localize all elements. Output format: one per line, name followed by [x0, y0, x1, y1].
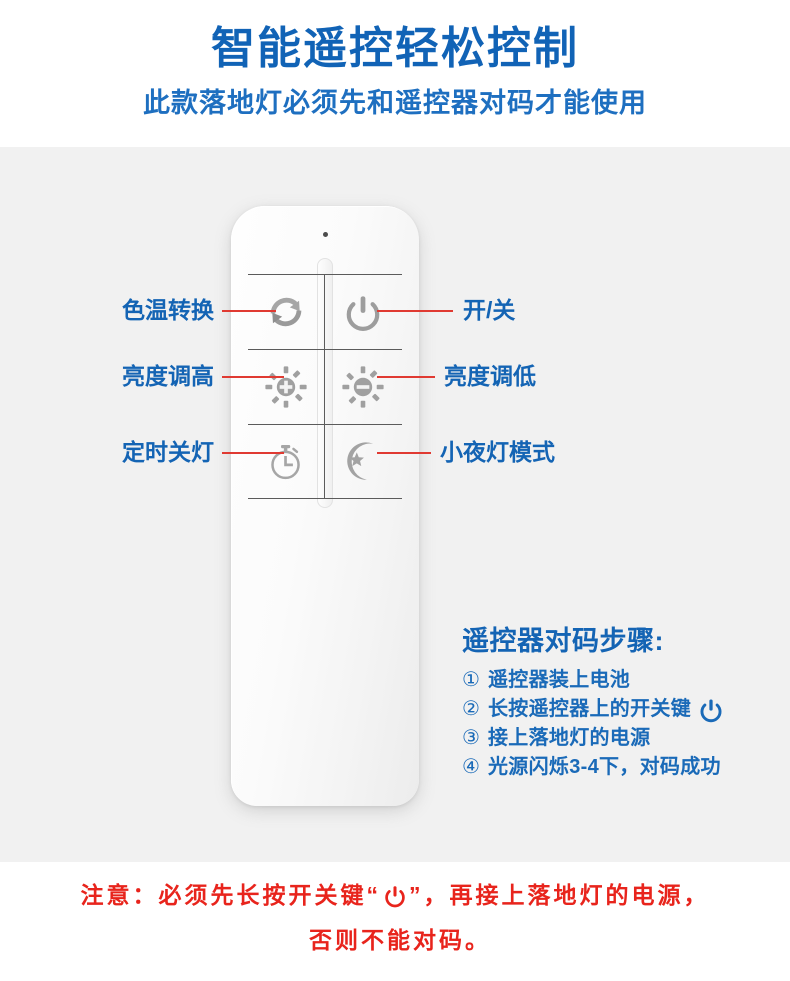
label-color-temperature: 色温转换	[122, 297, 214, 323]
button-color-temperature[interactable]	[248, 274, 324, 349]
label-night-light: 小夜灯模式	[440, 439, 555, 465]
step-text: 光源闪烁3-4下，对码成功	[488, 756, 721, 778]
warning-line-1: 注意：必须先长按开关键“ ”，再接上落地灯的电源，	[0, 873, 790, 918]
pairing-step-item: ③ 接上落地灯的电源	[462, 724, 782, 753]
pairing-steps-block: 遥控器对码步骤: ① 遥控器装上电池 ② 长按遥控器上的开关键 ③ 接上落地灯的…	[462, 624, 782, 782]
leader-line-night-light	[377, 452, 431, 454]
power-icon	[697, 696, 725, 724]
step-number: ③	[462, 727, 480, 749]
color-temperature-cycle-icon	[270, 297, 302, 326]
label-power: 开/关	[463, 297, 516, 323]
leader-line-timer-off	[222, 452, 284, 454]
grid-line-top	[248, 274, 402, 275]
center-light-strip	[317, 258, 333, 508]
warning-text-after: ”，再接上落地灯的电源，	[409, 882, 710, 908]
night-light-moon-icon	[347, 441, 374, 480]
step-number: ④	[462, 756, 480, 778]
step-text: 长按遥控器上的开关键	[488, 698, 691, 720]
leader-line-color-temperature	[222, 310, 276, 312]
step-number: ②	[462, 698, 480, 720]
page-title: 智能遥控轻松控制	[211, 24, 579, 73]
button-brightness-down[interactable]	[325, 349, 401, 424]
label-brightness-down: 亮度调低	[444, 363, 536, 389]
button-timer-off[interactable]	[248, 424, 324, 499]
power-icon	[346, 295, 380, 331]
leader-line-power	[377, 310, 453, 312]
step-text: 接上落地灯的电源	[488, 727, 651, 749]
remote-control-body	[231, 206, 419, 806]
leader-line-brightness-down	[377, 376, 435, 378]
pairing-step-item: ② 长按遥控器上的开关键	[462, 695, 782, 724]
ir-led-indicator-icon	[322, 232, 328, 237]
label-brightness-up: 亮度调高	[122, 363, 214, 389]
grid-line-mid1	[248, 349, 402, 350]
button-grid	[248, 274, 402, 499]
header-banner: 智能遥控轻松控制 此款落地灯必须先和遥控器对码才能使用	[0, 0, 790, 147]
grid-line-vertical	[324, 274, 325, 499]
label-timer-off: 定时关灯	[122, 439, 214, 465]
warning-block: 注意：必须先长按开关键“ ”，再接上落地灯的电源， 否则不能对码。	[0, 873, 790, 963]
button-night-light[interactable]	[325, 424, 401, 499]
step-number: ①	[462, 669, 480, 691]
button-power[interactable]	[325, 274, 401, 349]
grid-line-mid2	[248, 424, 402, 425]
power-icon	[382, 883, 408, 909]
pairing-steps-title: 遥控器对码步骤:	[462, 626, 664, 656]
grid-line-bottom	[248, 498, 402, 499]
brightness-down-icon	[342, 365, 384, 408]
timer-off-icon	[271, 444, 300, 479]
button-brightness-up[interactable]	[248, 349, 324, 424]
warning-line-2: 否则不能对码。	[309, 927, 491, 953]
leader-line-brightness-up	[222, 376, 284, 378]
page-subtitle: 此款落地灯必须先和遥控器对码才能使用	[143, 88, 647, 118]
pairing-step-item: ④ 光源闪烁3-4下，对码成功	[462, 753, 782, 782]
pairing-step-item: ① 遥控器装上电池	[462, 666, 782, 695]
step-text: 遥控器装上电池	[488, 669, 631, 691]
brightness-up-icon	[265, 365, 307, 408]
warning-text-before: 注意：必须先长按开关键“	[80, 882, 381, 908]
